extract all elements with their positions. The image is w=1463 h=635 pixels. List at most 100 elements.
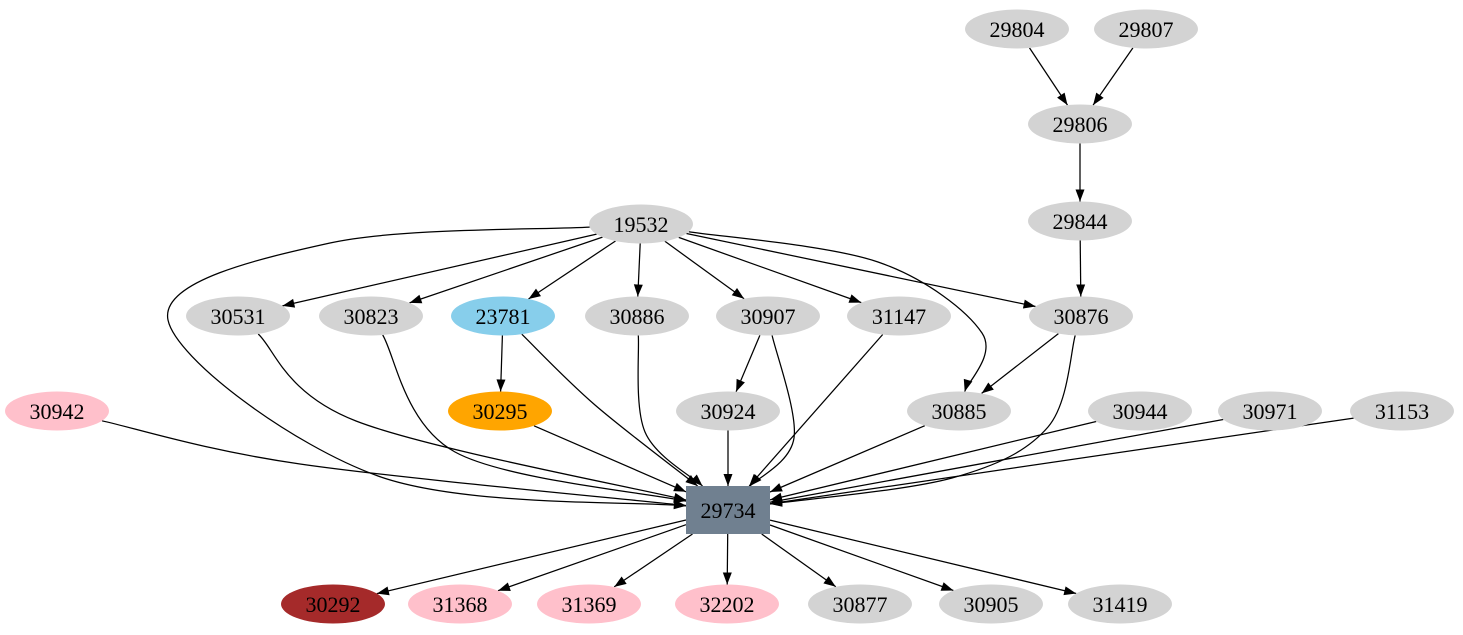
node-30905: 30905 [939,584,1043,624]
node-ellipse-shape [408,584,512,624]
node-label: 30295 [473,399,528,424]
node-ellipse-shape [451,296,555,336]
node-30971: 30971 [1218,391,1322,431]
node-ellipse-shape [1094,9,1198,49]
nodes-layer: 29804 29807 29806 29844 19532 30531 30823 23781… [5,9,1454,624]
node-ellipse-shape [1218,391,1322,431]
edge-30886-to-29734 [637,335,703,487]
node-29807: 29807 [1094,9,1198,49]
node-label: 30531 [211,304,266,329]
node-19532: 19532 [589,204,693,244]
edge-29804-to-29806 [1028,47,1069,106]
edge-30531-to-29734 [257,333,687,502]
node-29844: 29844 [1028,201,1132,241]
node-ellipse-shape [808,584,912,624]
edge-19532-to-30876 [686,232,1036,309]
node-ellipse-shape [716,296,820,336]
node-label: 30292 [306,592,361,617]
node-label: 29844 [1053,209,1108,234]
edge-30907-to-29734 [749,335,796,487]
edge-19532-to-31147 [678,236,862,304]
node-ellipse-shape [589,204,693,244]
node-30942: 30942 [5,391,109,431]
node-31369: 31369 [537,584,641,624]
edge-30823-to-29734 [382,334,687,504]
node-ellipse-shape [1028,201,1132,241]
node-30907: 30907 [716,296,820,336]
edge-19532-to-29734 [167,226,687,510]
edges-layer [101,47,1354,596]
node-label: 23781 [476,304,531,329]
node-ellipse-shape [939,584,1043,624]
edge-19532-to-30531 [282,233,597,308]
node-ellipse-shape [675,584,779,624]
edge-29807-to-29806 [1092,47,1134,106]
node-label: 30876 [1054,304,1109,329]
node-ellipse-shape [1350,391,1454,431]
edge-30876-to-30885 [981,333,1059,394]
edge-19532-to-30885 [688,231,987,392]
node-30886: 30886 [585,296,689,336]
edge-29734-to-31368 [497,524,687,592]
node-31419: 31419 [1068,584,1172,624]
node-30531: 30531 [186,296,290,336]
node-30877: 30877 [808,584,912,624]
node-label: 29807 [1119,17,1174,42]
edge-29734-to-30905 [769,524,954,592]
edge-30876-to-29734 [769,335,1076,507]
node-label: 32202 [700,592,755,617]
node-30885: 30885 [907,391,1011,431]
edge-30942-to-29734 [101,420,687,509]
edge-30907-to-30924 [735,335,761,392]
node-ellipse-shape [1028,104,1132,144]
node-30295: 30295 [448,391,552,431]
edge-23781-to-30295 [496,335,506,392]
node-ellipse-shape [1088,391,1192,431]
node-23781: 23781 [451,296,555,336]
node-label: 30905 [964,592,1019,617]
edge-30885-to-29734 [769,425,926,493]
node-30944: 30944 [1088,391,1192,431]
edge-29734-to-32202 [722,533,732,585]
edge-29734-to-31419 [769,519,1077,596]
node-label: 30924 [701,399,756,424]
edge-31153-to-29734 [769,417,1354,507]
node-31147: 31147 [847,296,951,336]
node-label: 31368 [433,592,488,617]
node-ellipse-shape [676,391,780,431]
node-label: 29804 [990,17,1045,42]
node-box-shape [686,486,770,534]
edge-29734-to-30292 [376,519,687,596]
edge-29734-to-30877 [761,533,837,588]
node-31153: 31153 [1350,391,1454,431]
node-ellipse-shape [5,391,109,431]
edge-19532-to-30907 [664,240,745,300]
node-30876: 30876 [1029,296,1133,336]
node-ellipse-shape [1029,296,1133,336]
edge-19532-to-30823 [409,236,603,304]
node-label: 30944 [1113,399,1168,424]
node-ellipse-shape [448,391,552,431]
node-label: 30885 [932,399,987,424]
node-29804: 29804 [965,9,1069,49]
edge-23781-to-29734 [521,333,698,487]
node-label: 30877 [833,592,888,617]
node-label: 31419 [1093,592,1148,617]
node-label: 31147 [872,304,926,329]
edge-29844-to-30876 [1076,240,1086,297]
node-ellipse-shape [537,584,641,624]
node-label: 31153 [1375,399,1429,424]
node-30292: 30292 [281,584,385,624]
node-label: 19532 [614,212,669,237]
node-30924: 30924 [676,391,780,431]
edge-31147-to-29734 [748,334,884,487]
node-label: 30971 [1243,399,1298,424]
node-30823: 30823 [319,296,423,336]
node-label: 29806 [1053,112,1108,137]
node-label: 31369 [562,592,617,617]
node-label: 30823 [344,304,399,329]
node-label: 30907 [741,304,796,329]
node-ellipse-shape [186,296,290,336]
